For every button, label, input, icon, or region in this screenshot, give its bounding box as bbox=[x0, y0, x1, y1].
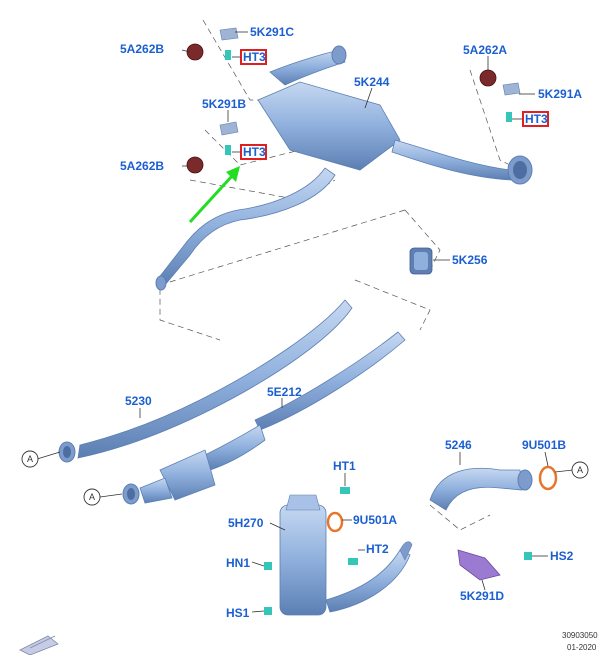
highlight-box-mid bbox=[240, 144, 267, 160]
label-9U501B: 9U501B bbox=[522, 438, 566, 452]
label-5A262B-mid: 5A262B bbox=[120, 159, 164, 173]
part-labels: 5A262B 5K291C HT3 5K244 5A262A 5K291A HT… bbox=[120, 25, 582, 620]
leader-lines bbox=[36, 31, 574, 613]
connector-A-right: A bbox=[577, 465, 583, 475]
footer-ref-code: 30903050 bbox=[562, 631, 598, 640]
label-5H270: 5H270 bbox=[228, 516, 264, 530]
clips bbox=[225, 50, 532, 615]
label-5K291D: 5K291D bbox=[460, 589, 504, 603]
label-5K291B: 5K291B bbox=[202, 97, 246, 111]
label-HT3-mid: HT3 bbox=[243, 145, 266, 159]
label-HT2: HT2 bbox=[366, 542, 389, 556]
label-5230: 5230 bbox=[125, 394, 152, 408]
label-5A262A: 5A262A bbox=[463, 43, 507, 57]
catalytic-pipe-5E212 bbox=[122, 331, 406, 505]
label-HS1: HS1 bbox=[226, 606, 250, 620]
label-9U501A: 9U501A bbox=[353, 513, 397, 527]
label-5K256: 5K256 bbox=[452, 253, 488, 267]
label-HN1: HN1 bbox=[226, 556, 250, 570]
label-HT3-right: HT3 bbox=[525, 112, 548, 126]
brackets bbox=[219, 27, 521, 581]
particulate-filter-5H270 bbox=[279, 494, 413, 616]
label-5246: 5246 bbox=[445, 438, 472, 452]
label-5K244: 5K244 bbox=[354, 75, 390, 89]
label-HS2: HS2 bbox=[550, 549, 574, 563]
highlight-box-right bbox=[522, 111, 549, 127]
label-5K291A: 5K291A bbox=[538, 87, 582, 101]
connector-A-lower: A bbox=[89, 492, 95, 502]
footer-date: 01-2020 bbox=[567, 643, 597, 652]
connector-markers: A A A bbox=[21, 450, 589, 506]
pointer-arrow bbox=[188, 166, 240, 224]
label-5A262B-top: 5A262B bbox=[120, 42, 164, 56]
gaskets bbox=[326, 465, 558, 533]
label-5E212: 5E212 bbox=[267, 385, 302, 399]
hanger-isolator-5K256 bbox=[409, 247, 433, 275]
connector-A-upper: A bbox=[27, 454, 33, 464]
label-5K291C: 5K291C bbox=[250, 25, 294, 39]
orientation-icon bbox=[19, 635, 59, 655]
downpipe-5246 bbox=[429, 467, 533, 511]
label-HT1: HT1 bbox=[333, 459, 356, 473]
footer: 30903050 01-2020 bbox=[562, 631, 598, 652]
highlight-box-top bbox=[240, 49, 267, 65]
rear-muffler-5K244 bbox=[257, 45, 533, 185]
label-HT3-top: HT3 bbox=[243, 50, 266, 64]
intermediate-pipe bbox=[155, 167, 336, 291]
front-pipe-5230 bbox=[58, 299, 353, 463]
